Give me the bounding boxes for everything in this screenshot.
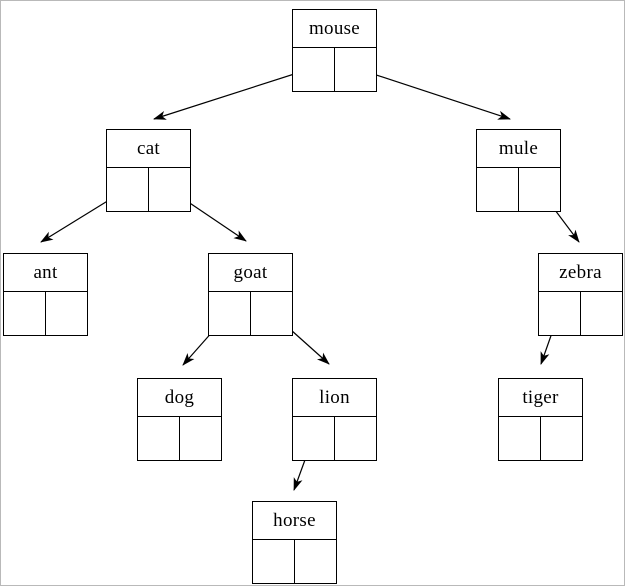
left-pointer-cell [293,417,335,460]
pointer-cells [499,417,582,460]
right-pointer-cell [335,417,376,460]
left-pointer-cell [253,540,295,583]
pointer-cells [293,417,376,460]
right-pointer-cell [541,417,582,460]
node-label: goat [209,254,292,292]
left-pointer-cell [539,292,581,335]
left-pointer-cell [499,417,541,460]
right-pointer-cell [295,540,336,583]
node-label: horse [253,502,336,540]
pointer-cells [293,48,376,91]
tree-node-dog: dog [137,378,222,461]
tree-node-mule: mule [476,129,561,212]
tree-node-cat: cat [106,129,191,212]
right-pointer-cell [149,168,190,211]
pointer-cells [539,292,622,335]
pointer-cells [107,168,190,211]
right-pointer-cell [251,292,292,335]
tree-node-horse: horse [252,501,337,584]
left-pointer-cell [4,292,46,335]
pointer-cells [138,417,221,460]
right-pointer-cell [180,417,221,460]
right-pointer-cell [519,168,560,211]
node-label: zebra [539,254,622,292]
tree-node-lion: lion [292,378,377,461]
pointer-cells [477,168,560,211]
node-label: cat [107,130,190,168]
left-pointer-cell [293,48,335,91]
node-label: lion [293,379,376,417]
node-label: dog [138,379,221,417]
edge-mouse-right-to-mule [354,67,511,120]
node-label: mule [477,130,560,168]
tree-node-mouse: mouse [292,9,377,92]
node-label: ant [4,254,87,292]
left-pointer-cell [477,168,519,211]
pointer-cells [4,292,87,335]
right-pointer-cell [335,48,376,91]
left-pointer-cell [138,417,180,460]
node-label: tiger [499,379,582,417]
left-pointer-cell [209,292,251,335]
pointer-cells [209,292,292,335]
left-pointer-cell [107,168,149,211]
right-pointer-cell [581,292,622,335]
node-label: mouse [293,10,376,48]
tree-node-zebra: zebra [538,253,623,336]
right-pointer-cell [46,292,87,335]
tree-node-ant: ant [3,253,88,336]
edge-mouse-left-to-cat [153,67,314,120]
tree-node-tiger: tiger [498,378,583,461]
pointer-cells [253,540,336,583]
tree-node-goat: goat [208,253,293,336]
